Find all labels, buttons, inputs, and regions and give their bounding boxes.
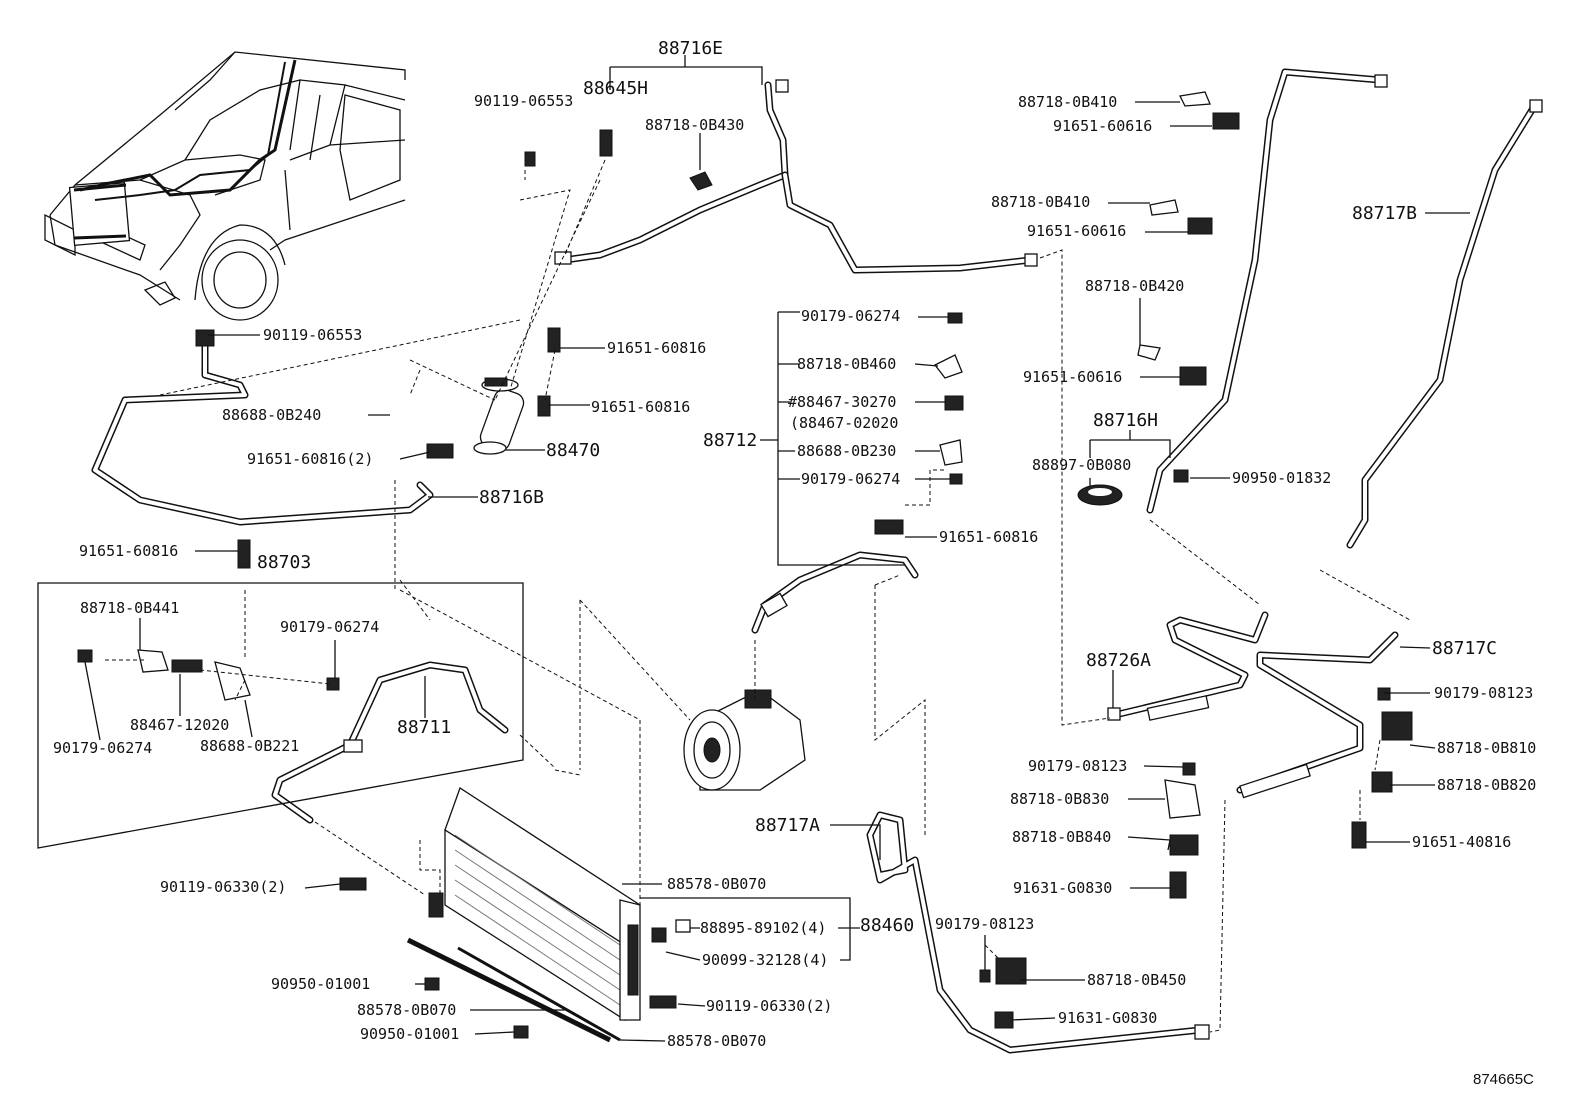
label-88688-0B230: 88688-0B230 [797, 442, 897, 460]
label-90179-06274: 90179-06274 [801, 307, 901, 325]
label-88712: 88712 [703, 430, 758, 451]
label-91651-40816: 91651-40816 [1412, 833, 1512, 851]
label-91631-G0830: 91631-G0830 [1058, 1009, 1158, 1027]
label-88470: 88470 [546, 440, 601, 461]
label-88718-0B410: 88718-0B410 [1018, 93, 1118, 111]
label-88718-0B410: 88718-0B410 [991, 193, 1091, 211]
label-88718-0B430: 88718-0B430 [645, 116, 745, 134]
fasteners [77, 91, 1413, 1040]
label-91651-60816: 91651-60816 [607, 339, 707, 357]
label-88460: 88460 [860, 915, 915, 936]
label-90179-08123: 90179-08123 [1434, 684, 1534, 702]
label-88467-02020: (88467-02020 [790, 414, 899, 432]
label-88578-0B070: 88578-0B070 [667, 1032, 767, 1050]
label-88718-0B840: 88718-0B840 [1012, 828, 1112, 846]
label-88726A: 88726A [1086, 650, 1152, 671]
label-88716B: 88716B [479, 487, 545, 508]
label-88718-0B420: 88718-0B420 [1085, 277, 1185, 295]
label-91651-60616: 91651-60616 [1053, 117, 1153, 135]
label-90950-01001: 90950-01001 [360, 1025, 460, 1043]
label-90119-06553: 90119-06553 [474, 92, 574, 110]
label-88688-0B240: 88688-0B240 [222, 406, 322, 424]
pipe-88717C [1236, 631, 1399, 799]
receiver-88470 [473, 377, 525, 455]
label-88711: 88711 [397, 717, 452, 738]
label-88467-30270: #88467-30270 [788, 393, 897, 411]
label-88718-0B810: 88718-0B810 [1437, 739, 1537, 757]
label-90179-08123: 90179-08123 [1028, 757, 1128, 775]
label-91651-60616: 91651-60616 [1023, 368, 1123, 386]
label-88718-0B460: 88718-0B460 [797, 355, 897, 373]
condenser-88460 [444, 787, 641, 1022]
box-88703 [37, 582, 524, 849]
label-88717C: 88717C [1432, 638, 1498, 659]
pipe-88726A [1111, 611, 1269, 721]
label-88717B: 88717B [1352, 203, 1418, 224]
truck-illustration [44, 51, 406, 321]
label-88717A: 88717A [755, 815, 821, 836]
label-88688-0B221: 88688-0B221 [200, 737, 300, 755]
pipe-88712 [751, 551, 919, 634]
label-90119-06330-2: 90119-06330(2) [706, 997, 833, 1015]
label-90179-06274: 90179-06274 [801, 470, 901, 488]
label-88897-0B080: 88897-0B080 [1032, 456, 1132, 474]
label-91651-60816: 91651-60816 [939, 528, 1039, 546]
label-90099-32128: 90099-32128(4) [702, 951, 829, 969]
label-88718-0B450: 88718-0B450 [1087, 971, 1187, 989]
label-88718-0B820: 88718-0B820 [1437, 776, 1537, 794]
label-90950-01832: 90950-01832 [1232, 469, 1332, 487]
pipe-88716B [91, 329, 434, 526]
pipe-88716E [554, 79, 1038, 274]
label-91651-60816: 91651-60816 [591, 398, 691, 416]
label-90179-08123: 90179-08123 [935, 915, 1035, 933]
label-91631-G0830: 91631-G0830 [1013, 879, 1113, 897]
label-88467-12020: 88467-12020 [130, 716, 230, 734]
label-88703: 88703 [257, 552, 312, 573]
label-88718-0B830: 88718-0B830 [1010, 790, 1110, 808]
label-88578-0B070: 88578-0B070 [667, 875, 767, 893]
dashed-connections [105, 159, 1411, 1033]
label-88895-89102: 88895-89102(4) [700, 919, 827, 937]
label-88578-0B070: 88578-0B070 [357, 1001, 457, 1019]
pipe-88711 [271, 661, 509, 824]
pipe-88717A [866, 811, 1204, 1054]
leader-lines [84, 55, 1470, 1042]
label-90179-06274: 90179-06274 [280, 618, 380, 636]
label-88645H: 88645H [583, 78, 649, 99]
label-91651-60616: 91651-60616 [1027, 222, 1127, 240]
label-91651-60816-2: 91651-60816(2) [247, 450, 374, 468]
diagram-id: 874665C [1473, 1071, 1534, 1088]
label-91651-60816: 91651-60816 [79, 542, 179, 560]
label-90119-06553: 90119-06553 [263, 326, 363, 344]
label-90950-01001: 90950-01001 [271, 975, 371, 993]
label-90179-06274: 90179-06274 [53, 739, 153, 757]
label-88716H: 88716H [1093, 410, 1159, 431]
label-88718-0B441: 88718-0B441 [80, 599, 180, 617]
label-88716E: 88716E [658, 38, 724, 59]
label-90119-06330-2: 90119-06330(2) [160, 878, 287, 896]
compressor [683, 689, 806, 791]
pipe-88717B [1146, 68, 1543, 549]
